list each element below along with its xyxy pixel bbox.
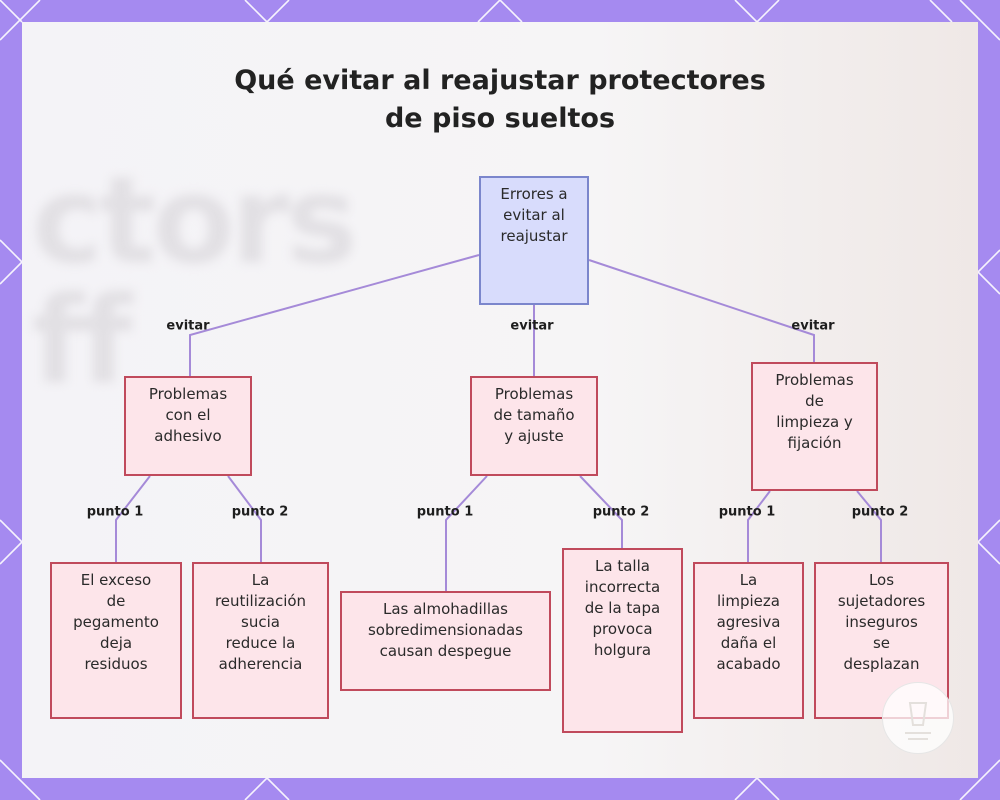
edge-cat2-item2 (579, 475, 623, 548)
edge-label-punto: punto 2 (851, 504, 909, 520)
node-line: sobredimensionadas (367, 621, 523, 639)
edge-label-punto: punto 1 (718, 504, 776, 520)
node-line: provoca (592, 620, 653, 638)
diagram-title: Qué evitar al reajustar protectores de p… (0, 62, 1000, 138)
node-line: reduce la (225, 634, 296, 652)
edge-label-punto: punto 1 (86, 504, 144, 520)
edge-label-evitar: evitar (791, 318, 835, 334)
node-line: adhesivo (154, 427, 222, 445)
node-line: Problemas (775, 371, 854, 389)
node-line: limpieza y (776, 413, 853, 431)
edge-label-punto: punto 1 (416, 504, 474, 520)
edge-label-evitar: evitar (166, 318, 210, 334)
node-line: El exceso (80, 571, 152, 589)
node-line: pegamento (73, 613, 159, 631)
edge-label-punto: punto 2 (231, 504, 289, 520)
node-line: Problemas (494, 385, 574, 403)
node-line: de (805, 392, 824, 410)
node-line: limpieza (717, 592, 780, 610)
node-line: agresiva (716, 613, 781, 631)
node-line: acabado (716, 655, 781, 673)
node-line: de tamaño (493, 406, 575, 424)
node-line: Errores a (500, 185, 568, 203)
node-line: de la tapa (584, 599, 661, 617)
leaf-node: La talla incorrecta de la tapa provoca h… (562, 548, 683, 733)
node-line: sujetadores (837, 592, 926, 610)
node-line: causan despegue (379, 642, 512, 660)
node-line: incorrecta (584, 578, 661, 596)
node-line: de (106, 592, 126, 610)
edge-cat3-item1 (747, 490, 771, 562)
node-line: reutilización (214, 592, 307, 610)
node-line: sucia (241, 613, 280, 631)
leaf-node: La reutilización sucia reduce la adheren… (192, 562, 329, 719)
edge-root-cat3 (588, 259, 815, 362)
leaf-node: La limpieza agresiva daña el acabado (693, 562, 804, 719)
edge-label-evitar: evitar (510, 318, 554, 334)
node-line: La (251, 571, 270, 589)
node-line: Las almohadillas (382, 600, 508, 618)
node-line: Problemas (148, 385, 228, 403)
edge-cat3-item2 (856, 490, 882, 562)
node-line: deja (99, 634, 133, 652)
category-node-adhesivo: Problemas con el adhesivo (124, 376, 252, 476)
node-line: La talla (595, 557, 650, 575)
edge-root-cat1 (189, 254, 480, 376)
title-line: Qué evitar al reajustar protectores (234, 65, 766, 96)
node-line: con el (165, 406, 211, 424)
title-line: de piso sueltos (384, 103, 616, 134)
node-line: residuos (84, 655, 148, 673)
edge-cat2-item1 (445, 475, 488, 591)
node-line: evitar al (503, 206, 565, 224)
node-line: Los (868, 571, 895, 589)
node-line: fijación (787, 434, 842, 452)
edge-label-punto: punto 2 (592, 504, 650, 520)
edge-cat1-item1 (115, 475, 151, 562)
category-node-tamano: Problemas de tamaño y ajuste (470, 376, 598, 476)
node-line: inseguros (845, 613, 918, 631)
root-node: Errores a evitar al reajustar (479, 176, 589, 305)
node-line: daña el (720, 634, 777, 652)
background-watermark: ff (32, 272, 132, 411)
logo-badge-icon (882, 682, 954, 754)
category-node-limpieza: Problemas de limpieza y fijación (751, 362, 878, 491)
node-line: La (739, 571, 758, 589)
node-line: y ajuste (504, 427, 564, 445)
edge-cat1-item2 (227, 475, 262, 562)
node-line: desplazan (843, 655, 920, 673)
node-line: reajustar (500, 227, 568, 245)
node-line: holgura (593, 641, 652, 659)
background-watermark: ctors (32, 152, 358, 291)
leaf-node: Las almohadillas sobredimensionadas caus… (340, 591, 551, 691)
leaf-node: El exceso de pegamento deja residuos (50, 562, 182, 719)
node-line: adherencia (218, 655, 303, 673)
node-line: se (872, 634, 891, 652)
